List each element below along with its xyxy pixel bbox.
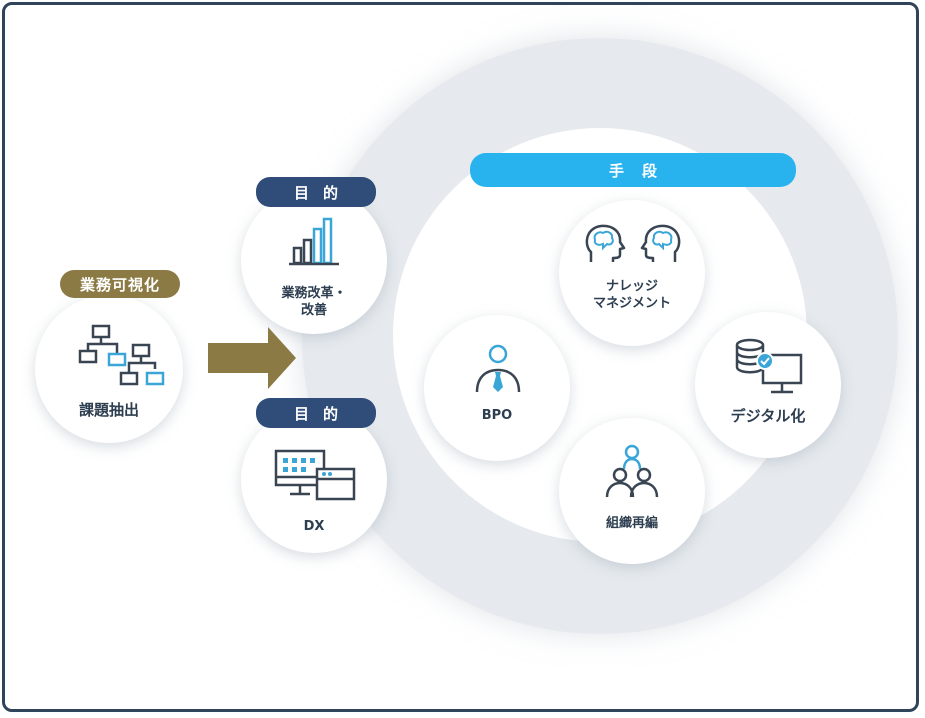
purpose-reform-label: 業務改革・ 改善 [241, 285, 387, 319]
digitalization-label: デジタル化 [730, 407, 806, 425]
purpose-reform-label-line1: 業務改革・ [281, 286, 347, 301]
flowchart-icon [78, 324, 165, 386]
purpose-dx-label: DX [303, 519, 325, 534]
dashboard-monitor-icon [274, 449, 356, 501]
visualization-badge: 業務可視化 [60, 270, 180, 298]
issue-extraction-label: 課題抽出 [78, 401, 139, 419]
heads-brain-icon [585, 224, 681, 262]
database-monitor-icon [735, 338, 803, 394]
team-icon [605, 444, 659, 498]
means-badge: 手段 [470, 153, 796, 187]
purpose-badge-1: 目的 [256, 177, 376, 207]
arrow-right-icon [208, 327, 296, 389]
knowledge-management-label: ナレッジ マネジメント [559, 278, 705, 312]
reorganization-label: 組織再編 [605, 516, 658, 531]
digitalization-circle [695, 312, 841, 458]
issue-extraction-circle [35, 295, 183, 443]
purpose-reform-label-line2: 改善 [300, 303, 327, 318]
bpo-label: BPO [481, 408, 513, 423]
knowledge-management-circle [559, 200, 705, 346]
purpose-dx-circle [241, 407, 387, 553]
knowledge-management-label-line2: マネジメント [592, 296, 671, 311]
knowledge-management-label-line1: ナレッジ [605, 279, 658, 294]
bar-chart-icon [289, 217, 339, 266]
person-tie-icon [475, 344, 521, 393]
purpose-badge-2: 目的 [256, 398, 376, 428]
